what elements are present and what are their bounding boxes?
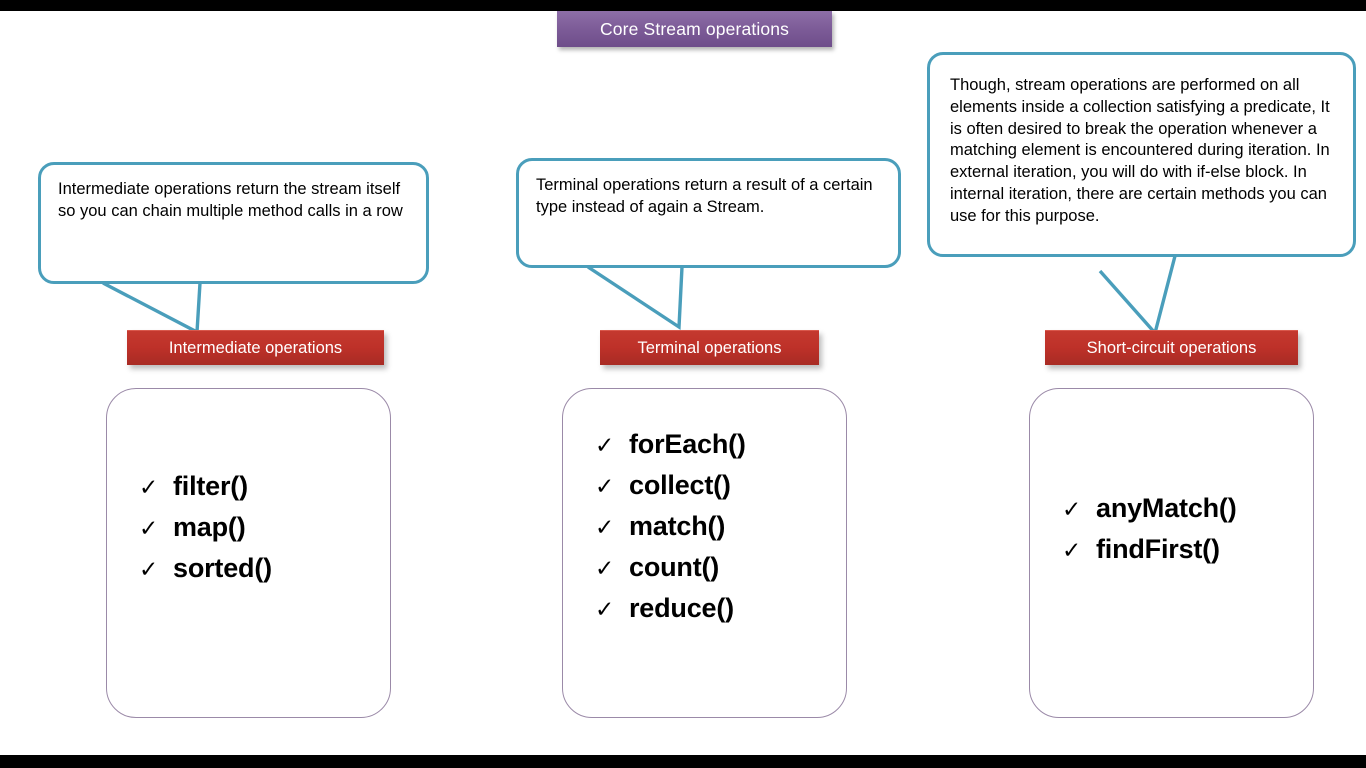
letterbox-bar-bottom xyxy=(0,755,1366,768)
method-list-intermediate: ✓ filter() ✓ map() ✓ sorted() xyxy=(107,471,390,594)
list-item: ✓ anyMatch() xyxy=(1062,493,1313,534)
letterbox-bar-top xyxy=(0,0,1366,11)
panel-intermediate-methods: ✓ filter() ✓ map() ✓ sorted() xyxy=(106,388,391,718)
label-short-circuit-operations[interactable]: Short-circuit operations xyxy=(1045,330,1298,365)
method-name: findFirst() xyxy=(1096,534,1220,564)
callout-short-circuit: Though, stream operations are performed … xyxy=(927,52,1356,257)
method-list-short-circuit: ✓ anyMatch() ✓ findFirst() xyxy=(1030,493,1313,575)
callout-tail-terminal xyxy=(587,265,684,331)
check-icon: ✓ xyxy=(595,432,615,458)
page-title: Core Stream operations xyxy=(557,11,832,47)
method-name: anyMatch() xyxy=(1096,493,1237,523)
check-icon: ✓ xyxy=(139,556,159,582)
method-list-terminal: ✓ forEach() ✓ collect() ✓ match() ✓ coun… xyxy=(563,429,846,634)
list-item: ✓ collect() xyxy=(595,470,846,511)
list-item: ✓ filter() xyxy=(139,471,390,512)
list-item: ✓ reduce() xyxy=(595,593,846,634)
check-icon: ✓ xyxy=(595,596,615,622)
method-name: match() xyxy=(629,511,726,541)
check-icon: ✓ xyxy=(595,555,615,581)
check-icon: ✓ xyxy=(139,515,159,541)
list-item: ✓ sorted() xyxy=(139,553,390,594)
check-icon: ✓ xyxy=(139,474,159,500)
callout-intermediate: Intermediate operations return the strea… xyxy=(38,162,429,284)
list-item: ✓ map() xyxy=(139,512,390,553)
check-icon: ✓ xyxy=(595,473,615,499)
check-icon: ✓ xyxy=(595,514,615,540)
panel-short-circuit-methods: ✓ anyMatch() ✓ findFirst() xyxy=(1029,388,1314,718)
callout-tail-intermediate xyxy=(102,281,202,335)
callout-terminal: Terminal operations return a result of a… xyxy=(516,158,901,268)
label-terminal-operations[interactable]: Terminal operations xyxy=(600,330,819,365)
check-icon: ✓ xyxy=(1062,537,1082,563)
method-name: count() xyxy=(629,552,720,582)
list-item: ✓ count() xyxy=(595,552,846,593)
method-name: collect() xyxy=(629,470,731,500)
method-name: reduce() xyxy=(629,593,734,623)
check-icon: ✓ xyxy=(1062,496,1082,522)
method-name: map() xyxy=(173,512,246,542)
list-item: ✓ findFirst() xyxy=(1062,534,1313,575)
label-intermediate-operations[interactable]: Intermediate operations xyxy=(127,330,384,365)
list-item: ✓ match() xyxy=(595,511,846,552)
method-name: filter() xyxy=(173,471,248,501)
method-name: forEach() xyxy=(629,429,746,459)
method-name: sorted() xyxy=(173,553,272,583)
callout-tail-short-circuit xyxy=(1098,255,1177,337)
panel-terminal-methods: ✓ forEach() ✓ collect() ✓ match() ✓ coun… xyxy=(562,388,847,718)
list-item: ✓ forEach() xyxy=(595,429,846,470)
